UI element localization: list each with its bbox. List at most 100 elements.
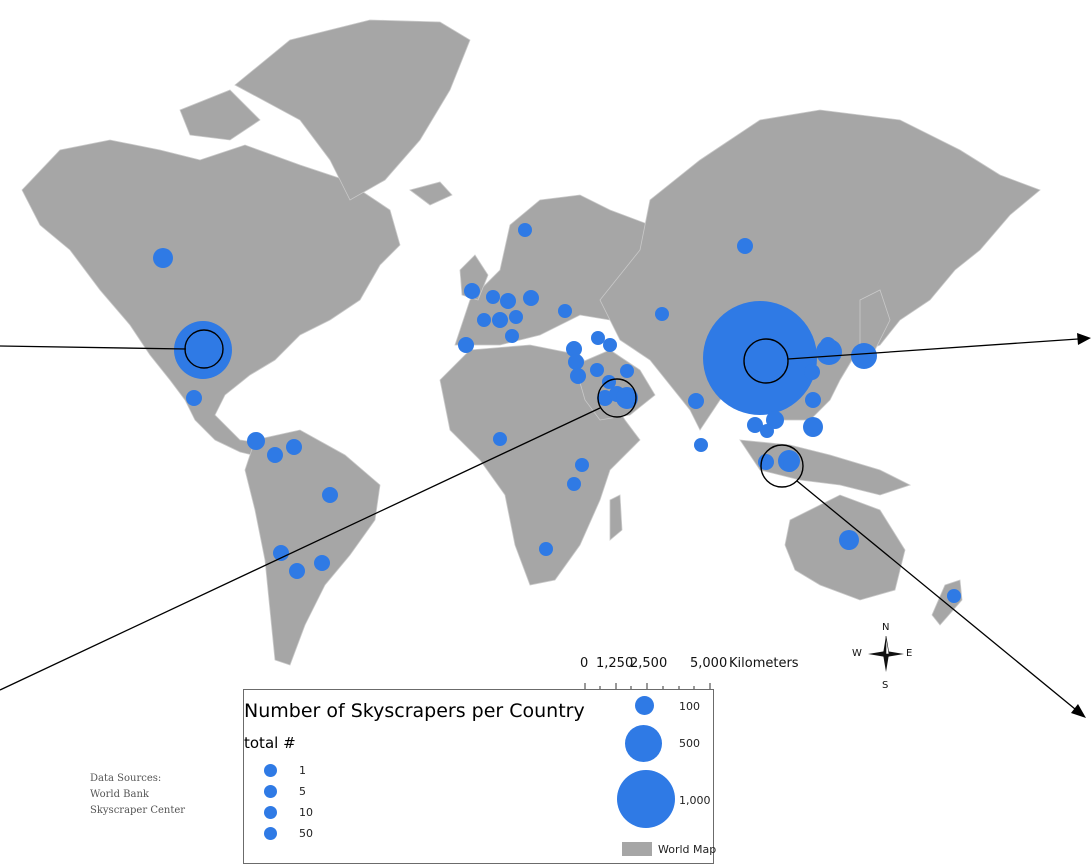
- legend-class-label: 50: [299, 826, 313, 840]
- compass-e-label: E: [906, 648, 913, 659]
- leader-line-china: [787, 338, 1079, 360]
- legend-symbol-500: [625, 725, 662, 762]
- legend-class-10: 10: [264, 804, 313, 820]
- symbol-venezuela[interactable]: [286, 439, 302, 455]
- north-america-landmass: [21, 139, 401, 463]
- symbol-germany[interactable]: [500, 293, 516, 309]
- legend-class-50: 50: [264, 825, 313, 841]
- callout-circle-southeast-asia[interactable]: [760, 444, 804, 488]
- legend-symbol: [264, 784, 277, 798]
- symbol-australia[interactable]: [839, 530, 859, 550]
- symbol-cambodia[interactable]: [760, 424, 774, 438]
- legend-class-1: 1: [264, 762, 306, 778]
- legend-symbol: [264, 805, 277, 819]
- legend-subtitle: total #: [244, 734, 296, 752]
- asia-landmass: [599, 109, 1041, 431]
- symbol-argentina[interactable]: [289, 563, 305, 579]
- greenland-landmass: [234, 19, 471, 201]
- symbol-colombia[interactable]: [267, 447, 283, 463]
- symbol-russia[interactable]: [737, 238, 753, 254]
- symbol-ethiopia[interactable]: [575, 458, 589, 472]
- symbol-romania[interactable]: [558, 304, 572, 318]
- symbol-philippines[interactable]: [803, 417, 823, 437]
- symbol-panama[interactable]: [247, 432, 265, 450]
- compass-n-label: N: [882, 622, 890, 633]
- symbol-norway[interactable]: [518, 223, 532, 237]
- sources-heading: Data Sources:: [90, 773, 162, 784]
- symbol-spain[interactable]: [458, 337, 474, 353]
- legend-class-label-100: 100: [679, 700, 700, 713]
- land-layer: [21, 19, 1041, 666]
- symbol-lebanon[interactable]: [566, 341, 582, 357]
- legend-symbol: [264, 826, 277, 840]
- legend-class-label: 1: [299, 763, 306, 777]
- scale-tick-5000: 5,000: [690, 656, 728, 671]
- symbol-kuwait[interactable]: [602, 375, 616, 389]
- legend-class-label-1000: 1,000: [679, 794, 711, 807]
- symbol-hong-kong[interactable]: [805, 392, 821, 408]
- legend-class-5: 5: [264, 783, 306, 799]
- symbol-uruguay[interactable]: [314, 555, 330, 571]
- symbol-chile[interactable]: [273, 545, 289, 561]
- symbol-vietnam[interactable]: [766, 411, 784, 429]
- symbol-georgia[interactable]: [603, 338, 617, 352]
- symbol-italy[interactable]: [505, 329, 519, 343]
- symbol-north-korea[interactable]: [820, 337, 836, 353]
- north-arrow: N S E W: [850, 622, 913, 692]
- symbol-japan[interactable]: [851, 343, 877, 369]
- legend-symbol: [264, 763, 277, 777]
- symbol-austria[interactable]: [509, 310, 523, 324]
- symbol-france[interactable]: [477, 313, 491, 327]
- symbol-taiwan[interactable]: [804, 364, 820, 380]
- scale-tick-1250: 1,250: [596, 656, 634, 671]
- symbol-sri-lanka[interactable]: [694, 438, 708, 452]
- symbol-india[interactable]: [688, 393, 704, 409]
- scale-tick-0: 0: [580, 656, 589, 671]
- new-zealand-landmass: [931, 579, 963, 626]
- source-item: Skyscraper Center: [90, 805, 186, 816]
- symbol-china[interactable]: [703, 301, 817, 415]
- legend-symbol-100: [635, 696, 654, 715]
- legend-title: Number of Skyscrapers per Country: [244, 700, 585, 722]
- callout-circle-persian-gulf[interactable]: [597, 378, 637, 418]
- callout-circle-china[interactable]: [743, 338, 789, 384]
- symbol-egypt[interactable]: [570, 368, 586, 384]
- compass-w-label: W: [852, 648, 862, 659]
- symbol-thailand[interactable]: [747, 417, 763, 433]
- map-legend: Number of Skyscrapers per Country total …: [243, 689, 717, 864]
- arrowhead-china: [1077, 333, 1091, 345]
- symbol-switzerland[interactable]: [492, 312, 508, 328]
- arctic-islands-landmass: [179, 89, 261, 141]
- symbol-poland[interactable]: [523, 290, 539, 306]
- iceland-landmass: [409, 181, 453, 206]
- legend-class-label-500: 500: [679, 737, 700, 750]
- leader-line-southeast-asia: [796, 480, 1076, 710]
- symbol-new-zealand[interactable]: [947, 589, 961, 603]
- symbol-iraq[interactable]: [590, 363, 604, 377]
- symbol-indonesia[interactable]: [783, 458, 797, 472]
- symbol-netherlands[interactable]: [486, 290, 500, 304]
- symbol-mexico[interactable]: [186, 390, 202, 406]
- symbol-south-africa[interactable]: [539, 542, 553, 556]
- leader-line-persian-gulf: [0, 407, 601, 691]
- symbol-israel[interactable]: [568, 354, 584, 370]
- symbol-uk[interactable]: [464, 283, 480, 299]
- scale-bar: 0 1,250 2,500 5,000 Kilometers: [580, 656, 820, 696]
- legend-base-swatch: [622, 842, 652, 856]
- compass-s-label: S: [882, 680, 889, 691]
- legend-class-label: 5: [299, 784, 306, 798]
- symbol-nigeria[interactable]: [493, 432, 507, 446]
- symbol-iran[interactable]: [620, 364, 634, 378]
- legend-base-label: World Map: [658, 843, 717, 856]
- symbol-kenya[interactable]: [567, 477, 581, 491]
- symbol-canada[interactable]: [153, 248, 173, 268]
- symbol-turkey[interactable]: [591, 331, 605, 345]
- legend-class-label: 10: [299, 805, 313, 819]
- symbol-uae[interactable]: [616, 387, 638, 409]
- symbol-brazil[interactable]: [322, 487, 338, 503]
- data-sources: Data Sources: World Bank Skyscraper Cent…: [90, 771, 185, 819]
- leader-line-united-states: [0, 345, 187, 350]
- symbol-kazakhstan[interactable]: [655, 307, 669, 321]
- legend-symbol-1000: [617, 770, 675, 828]
